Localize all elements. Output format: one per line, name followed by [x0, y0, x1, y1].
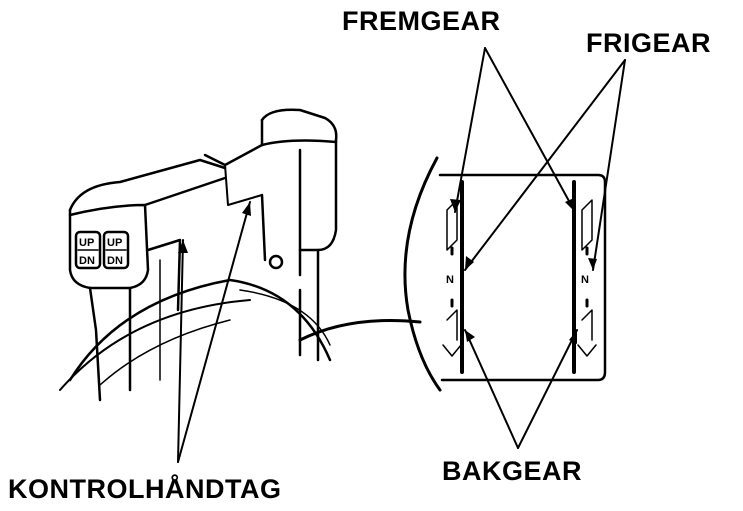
neutral-gear-label: FRIGEAR — [586, 28, 711, 58]
right-dn-label: DN — [107, 255, 123, 267]
shift-decal — [403, 156, 607, 392]
cable — [298, 319, 422, 342]
right-up-label: UP — [107, 237, 122, 249]
arrow-heads — [178, 198, 597, 344]
button-pad-right — [102, 230, 130, 270]
button-pad-left — [74, 230, 102, 270]
forward-gear-label: FREMGEAR — [342, 6, 501, 36]
left-dn-label: DN — [79, 255, 95, 267]
reverse-gear-label: BAKGEAR — [442, 456, 583, 486]
left-up-label: UP — [79, 237, 94, 249]
control-handle-label: KONTROLHÅNDTAG — [8, 474, 282, 504]
neutral-mark-left: N — [446, 274, 454, 286]
leader-lines — [177, 47, 626, 463]
control-handle-drawing — [59, 108, 338, 402]
neutral-mark-right: N — [581, 274, 589, 286]
